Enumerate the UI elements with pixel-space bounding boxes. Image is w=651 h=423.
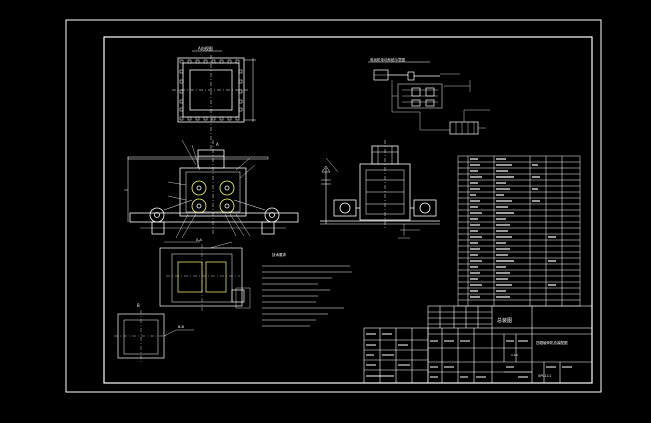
schematic-title: 电动机传动系统示意图 — [370, 57, 405, 62]
section-label-a: A — [216, 142, 219, 147]
section-label-bb: B-B — [178, 325, 185, 329]
title-drawing-number: SPCL11 — [538, 374, 551, 378]
top-view-title: A向视图 — [198, 45, 213, 51]
technical-notes: 技术要求 — [262, 252, 352, 327]
top-plan-view: A向视图 — [172, 45, 256, 150]
notes-heading: 技术要求 — [272, 252, 286, 257]
section-label-aa: A-A — [196, 238, 203, 242]
parts-list-table — [457, 155, 581, 307]
title-drawing-name: 四辊破碎机总装配图 — [536, 340, 568, 345]
title-block: 总装图 四辊破碎机总装配图 SPCL11 1:10 — [363, 305, 593, 384]
title-scale: 1:10 — [511, 353, 518, 357]
transmission-schematic: 电动机传动系统示意图 — [368, 57, 490, 135]
inner-frame — [103, 36, 593, 384]
detail-view-bb: B B-B — [114, 303, 194, 362]
side-view — [320, 140, 440, 239]
main-front-view: A — [124, 139, 299, 239]
section-view-aa: A-A — [159, 238, 251, 312]
title-part-label: 总装图 — [497, 317, 512, 324]
outer-border — [65, 19, 602, 393]
detail-label-b: B — [137, 303, 140, 308]
